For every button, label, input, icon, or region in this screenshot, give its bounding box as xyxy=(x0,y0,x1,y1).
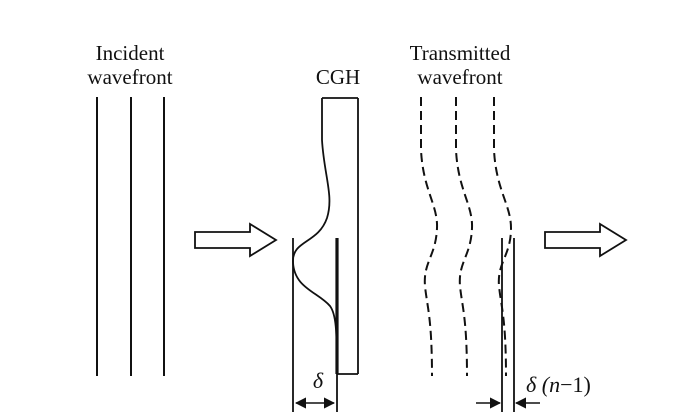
propagation-arrow-right xyxy=(544,222,628,258)
delta-n-label: δ (n−1) xyxy=(526,372,591,397)
incident-wavefront xyxy=(96,97,165,376)
cgh-surface-profile xyxy=(292,98,338,375)
delta-n-label-prefix: δ ( xyxy=(526,372,551,397)
delta-n-label-var: n xyxy=(549,372,560,397)
cgh-element xyxy=(292,97,359,412)
transmitted-label-line2: wavefront xyxy=(417,65,502,89)
transmitted-label-line1: Transmitted xyxy=(410,41,511,65)
propagation-arrow-left xyxy=(194,222,278,258)
cgh-label: CGH xyxy=(316,65,360,89)
delta-n-label-suffix: −1) xyxy=(560,372,591,397)
transmitted-wavefront xyxy=(420,97,513,377)
transmitted-wavefront-line xyxy=(420,97,439,377)
incident-label-line2: wavefront xyxy=(87,65,172,89)
delta-label: δ xyxy=(313,368,324,393)
transmitted-reference xyxy=(501,238,515,412)
incident-label-line1: Incident xyxy=(96,41,165,65)
transmitted-wavefront-line xyxy=(455,97,474,377)
transmitted-wavefront-line xyxy=(493,97,513,377)
